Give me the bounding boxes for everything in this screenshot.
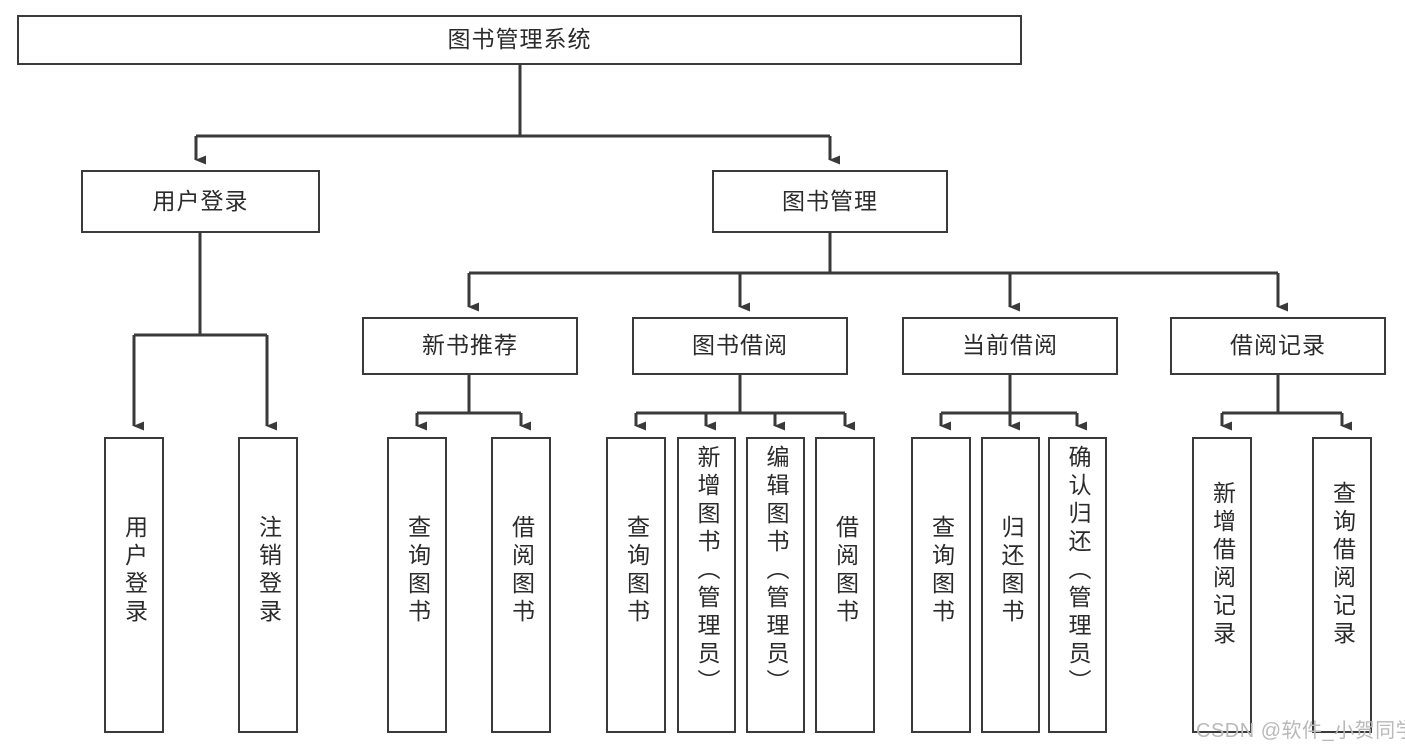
leaf-logout[interactable]: 注销登录 [238, 437, 298, 733]
leaf-query-book-borrow[interactable]: 查询图书 [606, 437, 666, 733]
node-book-management[interactable]: 图书管理 [712, 170, 948, 233]
leaf-borrow-book-borrow[interactable]: 借阅图书 [815, 437, 875, 733]
leaf-user-login[interactable]: 用户登录 [104, 437, 164, 733]
node-label: 查询图书 [623, 515, 650, 627]
leaf-return-book[interactable]: 归还图书 [981, 437, 1040, 733]
node-label: 当前借阅 [962, 332, 1058, 359]
node-root-system[interactable]: 图书管理系统 [17, 15, 1022, 65]
node-label: 图书管理 [782, 187, 878, 214]
leaf-query-borrow-record[interactable]: 查询借阅记录 [1312, 437, 1372, 733]
node-label: 归还图书 [998, 515, 1024, 627]
node-label: 图书管理系统 [447, 26, 592, 53]
node-label: 新书推荐 [422, 332, 518, 359]
node-label: 确认归还（管理员） [1065, 445, 1091, 697]
node-label: 新增借阅记录 [1209, 481, 1236, 649]
leaf-add-book-admin[interactable]: 新增图书（管理员） [677, 437, 736, 733]
node-new-book-recommend[interactable]: 新书推荐 [362, 317, 578, 375]
leaf-query-book-current[interactable]: 查询图书 [911, 437, 971, 733]
node-label: 注销登录 [255, 515, 282, 627]
node-user-login[interactable]: 用户登录 [81, 170, 320, 233]
node-label: 查询图书 [928, 515, 955, 627]
node-label: 新增图书（管理员） [694, 445, 720, 697]
leaf-query-book-recommend[interactable]: 查询图书 [387, 437, 447, 733]
node-label: 图书借阅 [692, 332, 788, 359]
node-borrow-record[interactable]: 借阅记录 [1170, 317, 1386, 375]
node-label: 查询图书 [404, 515, 431, 627]
node-current-borrow[interactable]: 当前借阅 [902, 317, 1118, 375]
leaf-add-borrow-record[interactable]: 新增借阅记录 [1192, 437, 1252, 733]
node-book-borrow[interactable]: 图书借阅 [632, 317, 848, 375]
node-label: 编辑图书（管理员） [763, 445, 789, 697]
node-label: 借阅记录 [1230, 332, 1326, 359]
node-label: 借阅图书 [832, 515, 859, 627]
leaf-edit-book-admin[interactable]: 编辑图书（管理员） [746, 437, 805, 733]
node-label: 查询借阅记录 [1329, 481, 1356, 649]
node-label: 用户登录 [152, 187, 249, 214]
leaf-borrow-book-recommend[interactable]: 借阅图书 [491, 437, 551, 733]
leaf-confirm-return-admin[interactable]: 确认归还（管理员） [1048, 437, 1107, 733]
node-label: 借阅图书 [508, 515, 535, 627]
node-label: 用户登录 [121, 515, 148, 627]
